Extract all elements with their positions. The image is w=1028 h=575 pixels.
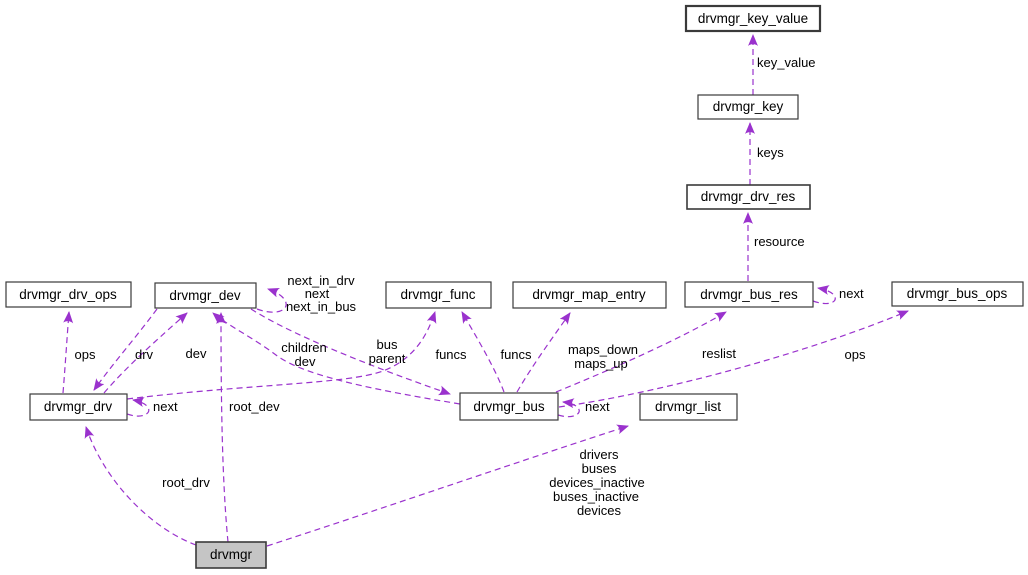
edge-label-bus: bus xyxy=(377,337,398,352)
node-drvmgr-map-entry[interactable]: drvmgr_map_entry xyxy=(512,281,667,309)
edge-labels: key_value keys resource next reslist ops… xyxy=(75,55,866,518)
edge-label-buses-inactive: buses_inactive xyxy=(553,489,639,504)
node-drvmgr-func[interactable]: drvmgr_func xyxy=(385,281,492,309)
node-drvmgr-list[interactable]: drvmgr_list xyxy=(639,393,738,421)
edge-label-busops-ops: ops xyxy=(845,347,866,362)
node-label: drvmgr_drv_ops xyxy=(19,287,117,302)
edge-label-buses: buses xyxy=(582,461,617,476)
edge-label-children: children xyxy=(281,340,327,355)
edge-label-drv-next: next xyxy=(153,399,178,414)
node-drvmgr-bus[interactable]: drvmgr_bus xyxy=(459,392,559,421)
edge-bus-funcs xyxy=(461,311,505,393)
edge-label-drv: drv xyxy=(135,347,154,362)
edge-label-key-value: key_value xyxy=(757,55,816,70)
node-label: drvmgr_drv_res xyxy=(701,189,796,204)
edge-label-root-drv: root_drv xyxy=(162,475,210,490)
edge-label-parent: parent xyxy=(369,351,406,366)
edge-label-busres-next: next xyxy=(839,286,864,301)
node-label: drvmgr_bus_res xyxy=(700,287,798,302)
node-label: drvmgr_func xyxy=(400,287,475,302)
edge-label-next-in-drv: next_in_drv xyxy=(287,273,355,288)
node-label: drvmgr_map_entry xyxy=(532,287,646,302)
edge-label-reslist: reslist xyxy=(702,346,736,361)
node-label: drvmgr_key_value xyxy=(698,11,808,26)
node-box xyxy=(686,184,811,210)
edge-busres-next-loop xyxy=(812,285,836,305)
node-box xyxy=(154,282,257,309)
edge-drv-next-loop xyxy=(126,397,150,417)
node-label: drvmgr xyxy=(210,547,253,562)
node-drvmgr-bus-res[interactable]: drvmgr_bus_res xyxy=(684,281,814,308)
edge-dev-next-loop xyxy=(256,287,287,313)
node-label: drvmgr_dev xyxy=(169,288,241,303)
node-label: drvmgr_list xyxy=(655,399,721,414)
edge-bus-maps xyxy=(516,312,571,393)
node-drvmgr-key[interactable]: drvmgr_key xyxy=(697,94,799,120)
edge-label-devices: devices xyxy=(577,503,622,518)
node-box xyxy=(684,4,822,33)
node-box xyxy=(5,281,132,308)
edge-mgr-lists xyxy=(266,424,629,547)
edge-bus-to-dev xyxy=(212,312,461,405)
edge-label-dev: dev xyxy=(186,346,207,361)
edge-label-bus-next: next xyxy=(585,399,610,414)
node-box xyxy=(195,541,267,569)
node-drvmgr-dev[interactable]: drvmgr_dev xyxy=(154,282,257,309)
edge-bus-next-loop xyxy=(557,398,580,418)
edge-dev-to-bus xyxy=(250,308,451,396)
node-label: drvmgr_bus_ops xyxy=(907,286,1008,301)
edge-drv-funcs xyxy=(126,311,437,400)
node-drvmgr-bus-ops[interactable]: drvmgr_bus_ops xyxy=(891,281,1024,307)
edge-mgr-rootdrv xyxy=(84,426,197,546)
nodes: drvmgr_key_value drvmgr_key drvmgr_drv_r… xyxy=(5,4,1024,569)
edge-label-children-dev: dev xyxy=(295,354,316,369)
edge-dev-to-drv xyxy=(93,308,158,391)
edge-label-next-in-bus: next_in_bus xyxy=(286,299,357,314)
edge-drv-to-dev xyxy=(103,312,188,394)
edge-bus-ops xyxy=(558,310,909,408)
node-box xyxy=(891,281,1024,307)
node-box xyxy=(459,392,559,421)
node-drvmgr[interactable]: drvmgr xyxy=(195,541,267,569)
node-drvmgr-key-value[interactable]: drvmgr_key_value xyxy=(684,4,822,33)
node-box xyxy=(385,281,492,309)
edge-label-resource: resource xyxy=(754,234,805,249)
node-box xyxy=(639,393,738,421)
edge-label-maps-down: maps_down xyxy=(568,342,638,357)
edge-mgr-rootdev xyxy=(216,312,229,543)
node-box xyxy=(29,393,128,421)
node-label: drvmgr_bus xyxy=(473,399,545,414)
node-box xyxy=(684,281,814,308)
edge-label-drivers: drivers xyxy=(579,447,619,462)
node-label: drvmgr_drv xyxy=(44,399,113,414)
node-box xyxy=(512,281,667,309)
node-box xyxy=(697,94,799,120)
edge-drv-ops xyxy=(62,311,74,394)
node-drvmgr-drv-ops[interactable]: drvmgr_drv_ops xyxy=(5,281,132,308)
node-label: drvmgr_key xyxy=(713,99,784,114)
edge-label-funcs-drv: funcs xyxy=(435,347,467,362)
edge-label-devices-inactive: devices_inactive xyxy=(549,475,644,490)
edge-label-dev-next: next xyxy=(305,286,330,301)
edge-label-maps-up: maps_up xyxy=(574,356,627,371)
edge-label-drvops-ops: ops xyxy=(75,347,96,362)
edge-label-root-dev: root_dev xyxy=(229,399,280,414)
edge-label-funcs-bus: funcs xyxy=(500,347,532,362)
edge-label-keys: keys xyxy=(757,145,784,160)
edge-bus-reslist xyxy=(555,311,727,393)
node-drvmgr-drv-res[interactable]: drvmgr_drv_res xyxy=(686,184,811,210)
edges xyxy=(62,34,909,547)
node-drvmgr-drv[interactable]: drvmgr_drv xyxy=(29,393,128,421)
